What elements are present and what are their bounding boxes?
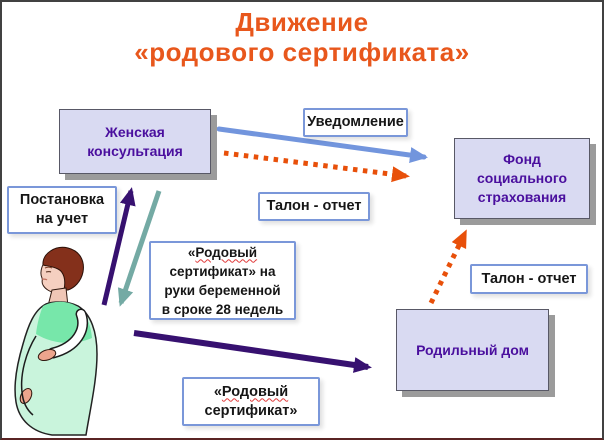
node-label-line: социального — [476, 170, 568, 186]
label-talon-report-right: Талон - отчет — [470, 264, 588, 294]
label-text: Уведомление — [307, 114, 404, 130]
label-line: в сроке 28 недель — [161, 301, 284, 317]
spellcheck-word: Родовый — [221, 383, 289, 400]
label-line: сертификат» — [204, 402, 298, 419]
label-birth-certificate: «Родовый сертификат» — [182, 377, 320, 426]
quote-char: « — [187, 244, 196, 260]
woman-hand-upper — [37, 348, 57, 362]
node-label-line: Родильный дом — [416, 341, 529, 358]
node-label-line: консультация — [87, 142, 183, 159]
talon-report-arrow-right — [428, 229, 468, 305]
label-notification: Уведомление — [303, 108, 408, 137]
label-line: «Родовый — [188, 243, 257, 262]
node-maternity-hospital: Родильный дом — [396, 309, 549, 391]
title-line-2: «родового сертификата» — [134, 37, 470, 67]
label-certificate-issue: «Родовый сертификат» на руки беременной … — [149, 241, 296, 320]
spellcheck-word: Родовый — [195, 244, 258, 260]
label-text: Талон - отчет — [266, 198, 362, 214]
pregnant-woman-illustration — [14, 246, 98, 436]
label-registration: Постановка на учет — [7, 186, 117, 234]
quote-char: « — [213, 383, 222, 400]
label-line: Постановка — [19, 192, 105, 208]
node-label-line: страхования — [477, 189, 567, 205]
label-text: Талон - отчет — [481, 270, 577, 287]
title-line-1: Движение — [235, 7, 369, 37]
label-line: «Родовый — [214, 383, 288, 402]
certificate-arrow — [133, 330, 372, 373]
talon-report-arrow-top — [223, 150, 410, 183]
node-label-line: Фонд — [503, 151, 541, 167]
node-label-line: Женская — [105, 123, 165, 140]
label-line: сертификат» на — [169, 263, 276, 279]
label-talon-report-top: Талон - отчет — [258, 192, 370, 221]
page-title: Движение «родового сертификата» — [2, 7, 602, 67]
woman-sleeve — [49, 310, 87, 357]
label-line: руки беременной — [164, 282, 281, 298]
label-line: на учет — [35, 211, 89, 227]
node-social-insurance-fund: Фонд социального страхования — [454, 138, 590, 219]
woman-hair — [42, 246, 84, 291]
node-womens-consultation: Женская консультация — [59, 109, 211, 174]
